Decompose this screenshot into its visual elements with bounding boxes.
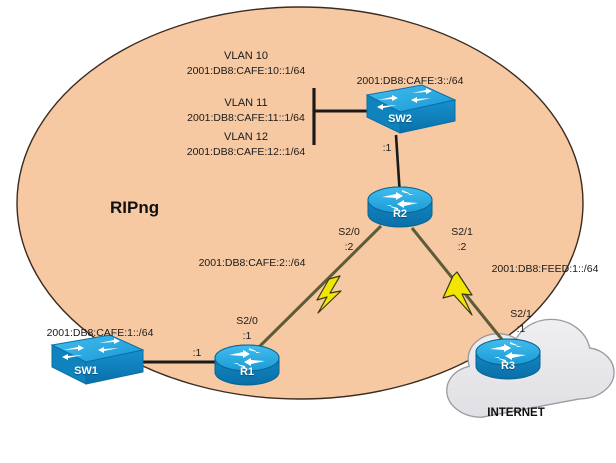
lightning-bolt-icon-r2-r3 — [442, 271, 473, 316]
iface-r2-s20-addr: :2 — [344, 241, 354, 253]
vlan-10-prefix: 2001:DB8:CAFE:10::1/64 — [186, 65, 306, 77]
device-label-sw2: SW2 — [388, 113, 412, 125]
vlan-10-name: VLAN 10 — [223, 50, 269, 62]
iface-r1-lan-addr: :1 — [192, 347, 202, 359]
vlan-12-prefix: 2001:DB8:CAFE:12::1/64 — [186, 146, 306, 158]
device-sw2-shape[interactable] — [365, 84, 457, 134]
device-label-sw1: SW1 — [74, 365, 98, 377]
network-label-sw2: 2001:DB8:CAFE:3::/64 — [356, 75, 464, 87]
iface-r2-s20-port: S2/0 — [338, 226, 360, 238]
network-label-sw1: 2001:DB8:CAFE:1::/64 — [46, 327, 154, 339]
network-label-r1-r2: 2001:DB8:CAFE:2::/64 — [198, 257, 306, 269]
iface-r3-s21-addr: :1 — [516, 323, 526, 335]
device-sw1-shape[interactable] — [50, 334, 145, 385]
iface-sw2-addr: :1 — [382, 142, 392, 154]
device-label-r1: R1 — [239, 366, 255, 378]
iface-r1-s20-addr: :1 — [242, 330, 252, 342]
iface-r1-s20-port: S2/0 — [236, 315, 258, 327]
device-label-r3: R3 — [500, 360, 516, 372]
device-r3-shape[interactable] — [475, 338, 541, 380]
internet-cloud-label: INTERNET — [487, 407, 545, 419]
vlan-11-name: VLAN 11 — [224, 97, 268, 109]
lightning-bolt-icon-r1-r2 — [316, 275, 342, 314]
vlan-11-prefix: 2001:DB8:CAFE:11::1/64 — [187, 112, 305, 124]
link-r1-r2-serial — [256, 224, 383, 350]
iface-r2-s21-port: S2/1 — [451, 226, 473, 238]
device-r2-shape[interactable] — [367, 186, 433, 228]
device-label-r2: R2 — [392, 208, 408, 220]
link-sw2-r2 — [394, 134, 402, 197]
vlan-12-name: VLAN 12 — [223, 131, 269, 143]
iface-r2-s21-addr: :2 — [457, 241, 467, 253]
ripng-area-label: RIPng — [110, 198, 160, 217]
iface-r3-s21-port: S2/1 — [510, 308, 532, 320]
device-r1-shape[interactable] — [214, 344, 280, 386]
network-label-r2-r3: 2001:DB8:FEED:1::/64 — [491, 263, 599, 275]
